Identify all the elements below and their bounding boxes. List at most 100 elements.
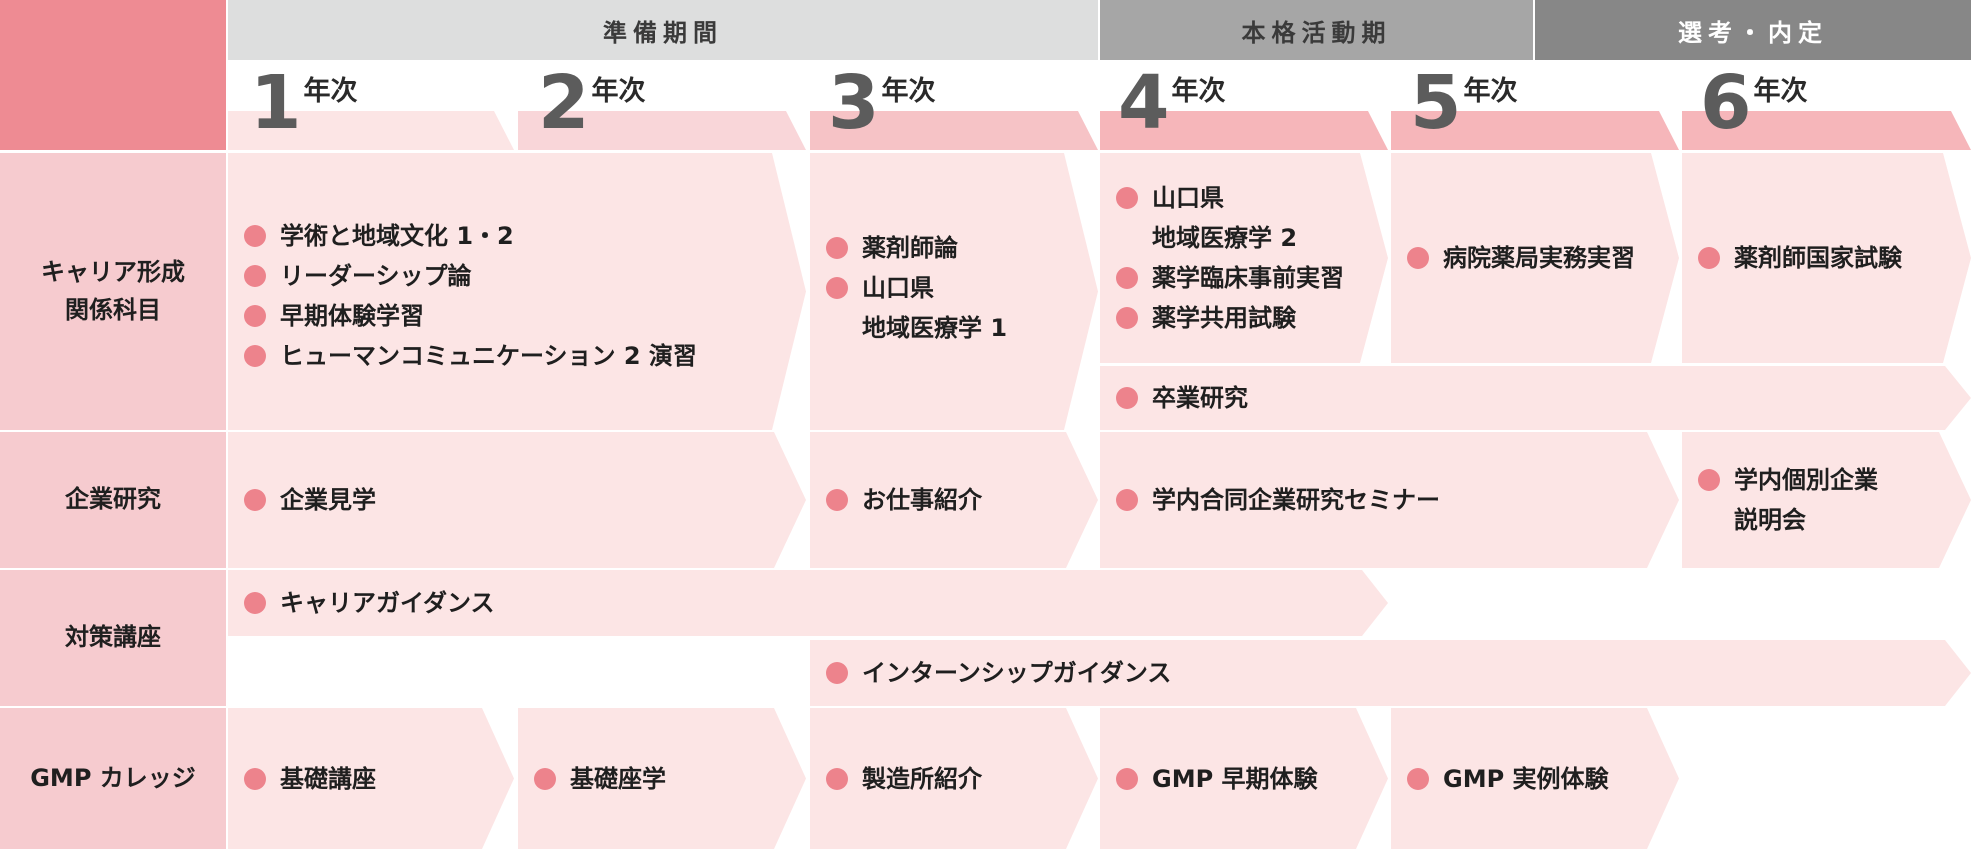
- internship-guidance-arrow: インターンシップガイダンス: [810, 640, 1971, 706]
- bullet-icon: [244, 592, 266, 614]
- list-item-continued: 地域医療学 2: [1152, 224, 1298, 252]
- list-item: 学内個別企業: [1698, 460, 1941, 500]
- bullet-icon: [1116, 489, 1138, 511]
- year-5-arrow: [1391, 111, 1679, 150]
- year-number: 1: [250, 60, 301, 146]
- company-y6-box: 学内個別企業 説明会: [1682, 432, 1971, 568]
- bullet-icon: [1407, 247, 1429, 269]
- list-item: お仕事紹介: [826, 480, 1068, 520]
- year-3-arrow: [810, 111, 1098, 150]
- list-item: 卒業研究: [1116, 378, 1941, 418]
- year-label: 年次: [591, 76, 646, 107]
- bullet-icon: [244, 225, 266, 247]
- company-y3-box: お仕事紹介: [810, 432, 1098, 568]
- list-item: GMP 実例体験: [1407, 759, 1649, 799]
- list-item: 基礎座学: [534, 759, 776, 799]
- list-item: キャリアガイダンス: [244, 583, 1358, 623]
- career-y3-box: 薬剤師論 山口県 地域医療学 1: [810, 153, 1098, 430]
- gmp-y1-box: 基礎講座: [228, 708, 514, 849]
- bullet-icon: [244, 345, 266, 367]
- bullet-icon: [1407, 768, 1429, 790]
- bullet-icon: [244, 265, 266, 287]
- career-y12-box: 学術と地域文化 1・2 リーダーシップ論 早期体験学習 ヒューマンコミュニケーシ…: [228, 153, 806, 430]
- list-item: 山口県: [1116, 178, 1358, 218]
- header-corner: [0, 0, 226, 150]
- list-item: 早期体験学習: [244, 296, 776, 336]
- company-y12-box: 企業見学: [228, 432, 806, 568]
- bullet-icon: [1116, 387, 1138, 409]
- phase-main-label: 本格活動期: [1241, 18, 1392, 47]
- bullet-icon: [826, 768, 848, 790]
- career-y6-box: 薬剤師国家試験: [1682, 153, 1971, 363]
- phase-preparation: 準備期間: [228, 0, 1098, 60]
- row-label-gmp-text: GMP カレッジ: [30, 763, 196, 792]
- gmp-y3-box: 製造所紹介: [810, 708, 1098, 849]
- bullet-icon: [826, 662, 848, 684]
- year-number: 2: [538, 60, 589, 146]
- year-label: 年次: [303, 76, 358, 107]
- row-label-career: キャリア形成関係科目: [0, 153, 226, 430]
- phase-main-activity: 本格活動期: [1100, 0, 1533, 60]
- list-item: 学術と地域文化 1・2: [244, 216, 776, 256]
- list-item-continued: 地域医療学 1: [862, 313, 1008, 342]
- list-item: 薬学臨床事前実習: [1116, 258, 1358, 298]
- year-1-arrow: [228, 111, 514, 150]
- list-item: 病院薬局実務実習: [1407, 238, 1649, 278]
- year-label: 年次: [881, 76, 936, 107]
- bullet-icon: [244, 489, 266, 511]
- row-label-gmp: GMP カレッジ: [0, 708, 226, 849]
- row-label-career-line1: キャリア形成: [41, 258, 185, 287]
- year-6-arrow: [1682, 111, 1971, 150]
- year-number: 4: [1118, 60, 1169, 146]
- list-item: 薬学共用試験: [1116, 298, 1358, 338]
- list-item: リーダーシップ論: [244, 256, 776, 296]
- bullet-icon: [244, 305, 266, 327]
- row-label-career-line2: 関係科目: [65, 295, 161, 324]
- list-item: GMP 早期体験: [1116, 759, 1358, 799]
- row-label-company: 企業研究: [0, 432, 226, 568]
- year-label: 年次: [1171, 76, 1226, 107]
- bullet-icon: [826, 277, 848, 299]
- career-y4-box: 山口県 地域医療学 2 薬学臨床事前実習 薬学共用試験: [1100, 153, 1388, 363]
- gmp-y4-box: GMP 早期体験: [1100, 708, 1388, 849]
- row-label-measures: 対策講座: [0, 570, 226, 706]
- list-item: 企業見学: [244, 480, 776, 520]
- bullet-icon: [1116, 267, 1138, 289]
- bullet-icon: [1698, 469, 1720, 491]
- list-item: 薬剤師論: [826, 228, 1068, 268]
- year-2-arrow: [518, 111, 806, 150]
- year-label: 年次: [1753, 76, 1808, 107]
- company-y45-box: 学内合同企業研究セミナー: [1100, 432, 1679, 568]
- career-y5-box: 病院薬局実務実習: [1391, 153, 1679, 363]
- list-item-continued: 説明会: [1734, 506, 1806, 534]
- gmp-y2-box: 基礎座学: [518, 708, 806, 849]
- row-label-measures-text: 対策講座: [65, 623, 161, 652]
- year-number: 5: [1410, 60, 1461, 146]
- list-item: ヒューマンコミュニケーション 2 演習: [244, 336, 776, 376]
- phase-selection: 選考・内定: [1535, 0, 1971, 60]
- year-number: 6: [1700, 60, 1751, 146]
- bullet-icon: [1116, 187, 1138, 209]
- list-item: 製造所紹介: [826, 759, 1068, 799]
- bullet-icon: [826, 237, 848, 259]
- row-label-company-text: 企業研究: [65, 485, 161, 514]
- bullet-icon: [534, 768, 556, 790]
- list-item: インターンシップガイダンス: [826, 653, 1941, 693]
- bullet-icon: [826, 489, 848, 511]
- bullet-icon: [1116, 768, 1138, 790]
- phase-selection-label: 選考・内定: [1678, 18, 1828, 47]
- year-4-arrow: [1100, 111, 1388, 150]
- list-item: 基礎講座: [244, 759, 484, 799]
- phase-preparation-label: 準備期間: [603, 18, 723, 47]
- year-number: 3: [828, 60, 879, 146]
- career-y46-box: 卒業研究: [1100, 366, 1971, 430]
- gmp-y5-box: GMP 実例体験: [1391, 708, 1679, 849]
- bullet-icon: [244, 768, 266, 790]
- list-item: 山口県: [826, 268, 1068, 308]
- bullet-icon: [1698, 247, 1720, 269]
- bullet-icon: [1116, 307, 1138, 329]
